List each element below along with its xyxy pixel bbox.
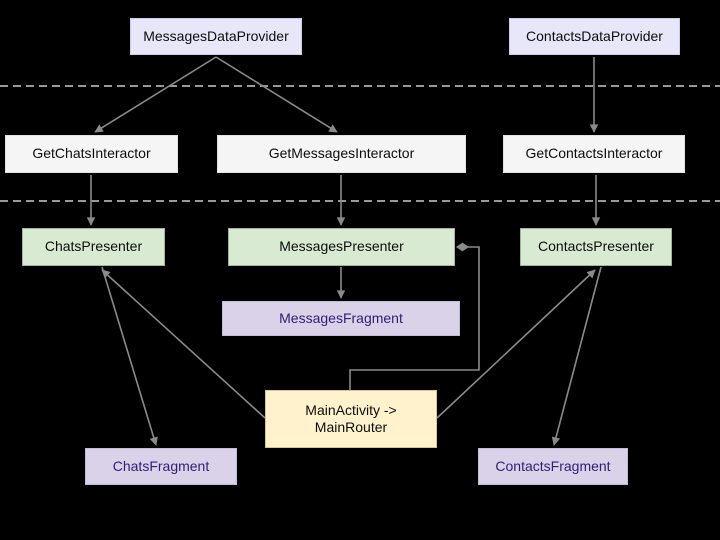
node-main-activity-router: MainActivity -> MainRouter bbox=[265, 390, 437, 448]
node-messages-fragment: MessagesFragment bbox=[222, 301, 460, 336]
node-contacts-presenter: ContactsPresenter bbox=[520, 228, 672, 266]
node-get-messages-interactor: GetMessagesInteractor bbox=[217, 135, 466, 173]
edge-mdp-to-getchats bbox=[94, 56, 217, 133]
node-contacts-fragment: ContactsFragment bbox=[478, 448, 628, 485]
edge-chatspresenter-to-chatsfragment bbox=[101, 266, 158, 446]
edge-contactspresenter-to-contactsfragment bbox=[551, 266, 602, 446]
node-get-contacts-interactor: GetContactsInteractor bbox=[503, 135, 685, 173]
edge-mainactivity-to-chatspresenter bbox=[101, 269, 266, 419]
node-get-chats-interactor: GetChatsInteractor bbox=[5, 135, 178, 173]
node-chats-fragment: ChatsFragment bbox=[85, 448, 237, 485]
node-chats-presenter: ChatsPresenter bbox=[22, 228, 165, 266]
node-messages-presenter: MessagesPresenter bbox=[228, 228, 455, 266]
edge-mainactivity-to-contactspresenter bbox=[436, 269, 596, 419]
edge-mainactivity-to-messagespresenter bbox=[349, 242, 480, 390]
node-messages-data-provider: MessagesDataProvider bbox=[130, 18, 302, 55]
node-contacts-data-provider: ContactsDataProvider bbox=[509, 18, 680, 55]
edge-mdp-to-getmessages bbox=[215, 56, 338, 133]
